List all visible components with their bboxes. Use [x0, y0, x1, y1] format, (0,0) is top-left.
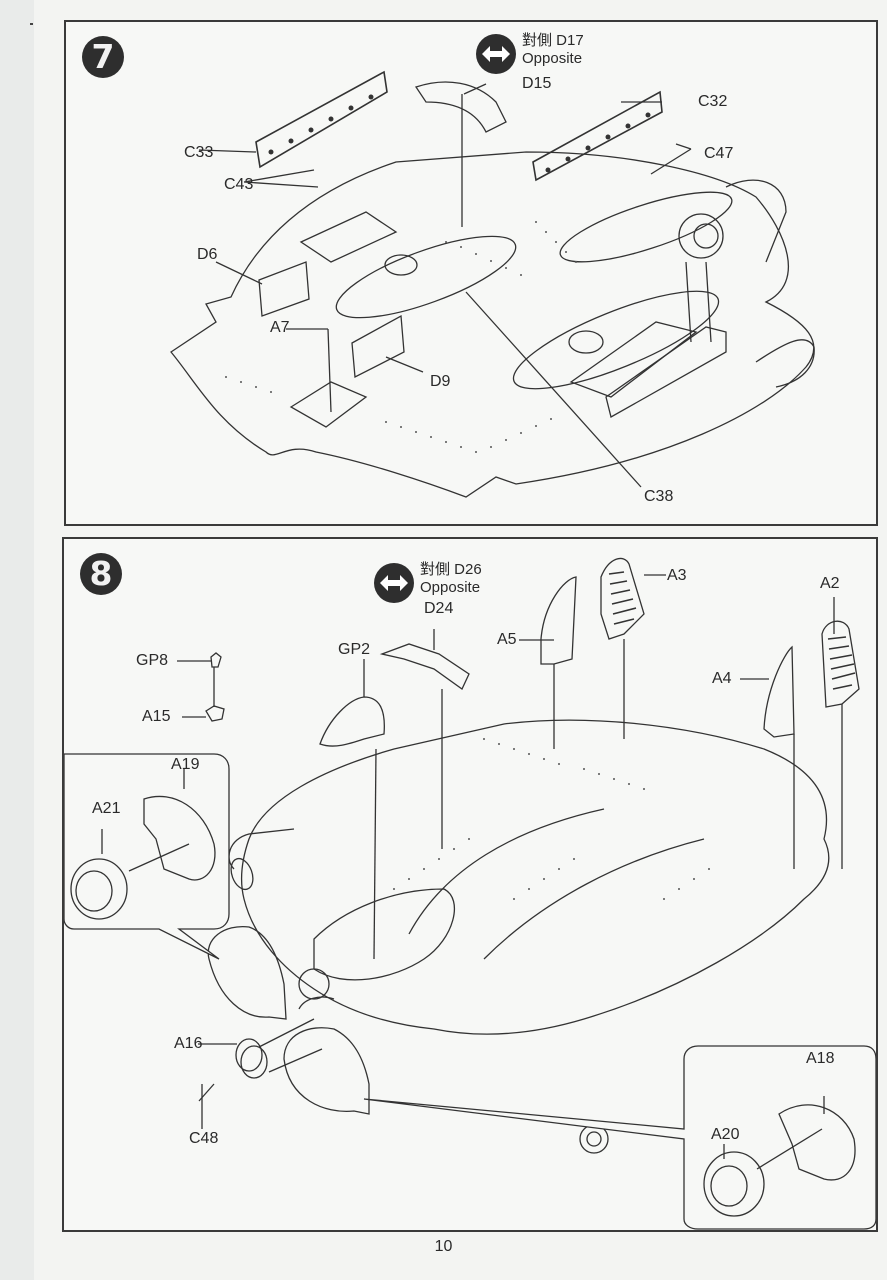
part-label-c48: C48	[189, 1130, 219, 1147]
part-label-c47: C47	[704, 145, 734, 162]
scan-mark	[30, 23, 33, 25]
step-7-illustration	[170, 70, 815, 498]
vent-slats	[608, 571, 856, 690]
page-number: 10	[434, 1238, 453, 1255]
part-label-a18: A18	[806, 1050, 835, 1067]
opposite-text: Opposite	[420, 579, 481, 596]
part-label-c38: C38	[644, 488, 674, 505]
nacelle-exhaust	[755, 339, 815, 388]
part-label-a20: A20	[711, 1126, 740, 1143]
wing-outline	[240, 719, 830, 1035]
scan-gutter	[0, 0, 34, 1280]
opposite-text: Opposite	[522, 50, 583, 67]
double-arrow-icon	[476, 34, 516, 74]
opposite-part-label: 對側 D17	[522, 32, 584, 49]
part-label-a3: A3	[667, 567, 687, 584]
step-number-badge: 7	[82, 36, 124, 78]
part-label-c43: C43	[224, 176, 254, 193]
nacelle-right	[725, 179, 787, 263]
part-label-gp8: GP8	[136, 652, 169, 669]
part-label-a2: A2	[820, 575, 840, 592]
double-arrow-icon	[374, 563, 414, 603]
part-label-a4: A4	[712, 670, 732, 687]
part-label-d15: D15	[522, 75, 552, 92]
part-label-a7: A7	[270, 319, 290, 336]
part-label-a15: A15	[142, 708, 171, 725]
part-label-d9: D9	[430, 373, 451, 390]
rivet-dots	[225, 221, 577, 453]
wing-outline	[170, 151, 815, 498]
nacelle-left	[228, 828, 295, 870]
part-label-a16: A16	[174, 1035, 203, 1052]
part-label-d24: D24	[424, 600, 454, 617]
inset-right-frame	[363, 1045, 876, 1230]
opposite-part-label: 對側 D26	[420, 561, 482, 578]
part-label-a21: A21	[92, 800, 121, 817]
part-label-a5: A5	[497, 631, 517, 648]
rivet-dots	[393, 738, 710, 900]
part-label-c33: C33	[184, 144, 214, 161]
part-label-a19: A19	[171, 756, 200, 773]
inset-left-frame	[64, 753, 230, 960]
step-7-panel: 7 對側 D17 Opposite D15 C32 C33 C47 C43 D6…	[64, 20, 878, 526]
step-8-panel: 8 對側 D26 Opposite D24 A3 A2 A5 GP2 GP8 A…	[62, 537, 878, 1232]
part-label-d6: D6	[197, 246, 218, 263]
part-label-c32: C32	[698, 93, 728, 110]
part-label-gp2: GP2	[338, 641, 371, 658]
step-8-illustration	[64, 557, 876, 1230]
step-number-badge: 8	[80, 553, 122, 595]
